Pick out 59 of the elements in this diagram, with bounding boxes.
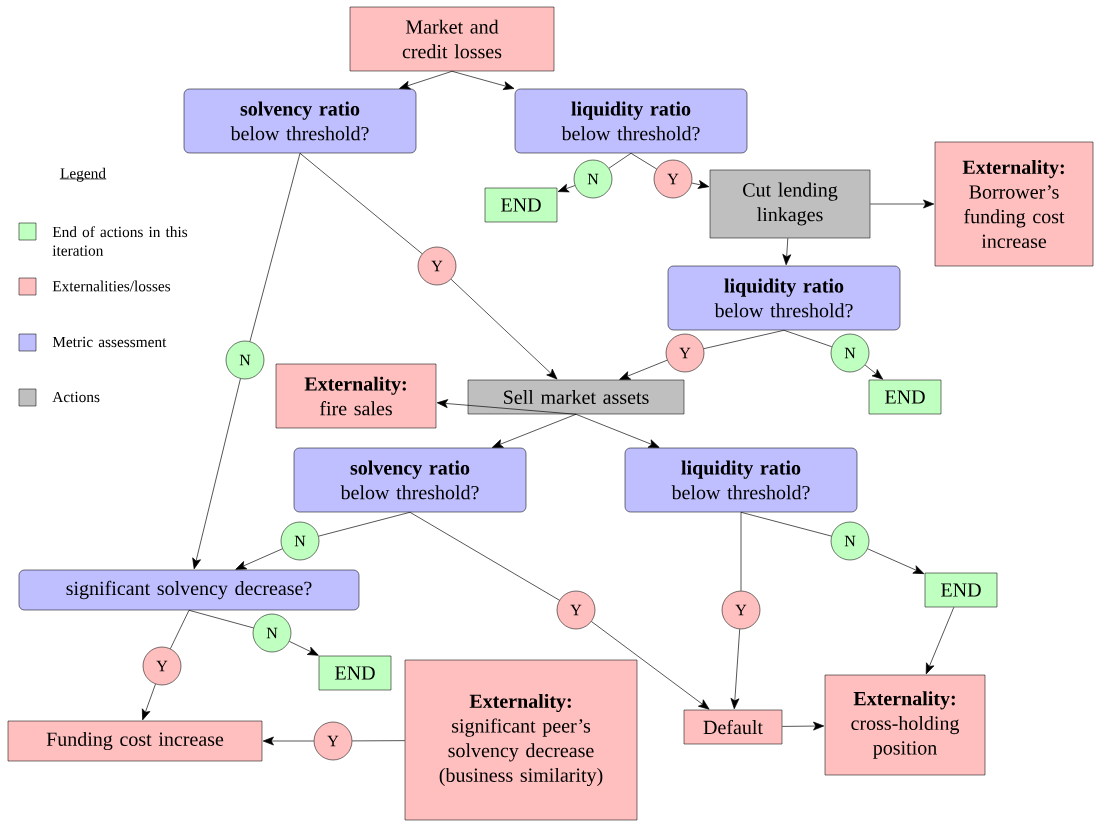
outcome-box: Externality: fire sales: [275, 363, 437, 429]
outcome-box: Market and credit losses: [349, 6, 555, 72]
connector-line: [351, 740, 406, 742]
decision-box: liquidity ratio below threshold?: [624, 447, 858, 513]
connector-line: [630, 152, 657, 170]
arrow: [192, 378, 241, 570]
arrow: [781, 721, 825, 731]
legend-text: Metric assessment: [52, 336, 167, 348]
end-box: END: [924, 572, 998, 608]
end-box: END: [318, 655, 392, 691]
arrow: [451, 70, 515, 90]
outcome-box: Funding cost increase: [7, 720, 263, 762]
legend-heading: Legend: [59, 167, 107, 182]
arrow: [782, 237, 792, 266]
connector-line: [608, 152, 632, 169]
arrow: [925, 606, 955, 675]
end-box: END: [484, 187, 558, 223]
connector-line: [740, 511, 742, 592]
end-box: END: [868, 379, 942, 415]
arrow: [492, 413, 577, 448]
connector-line: [740, 511, 832, 537]
arrow: [235, 548, 283, 570]
connector-line: [299, 152, 423, 255]
outcome-box: Externality: Borrower’s funding cost increase: [934, 141, 1094, 267]
arrow: [575, 413, 660, 448]
outcome-box: Externality: cross-holding position: [824, 674, 986, 776]
connector-line: [318, 511, 411, 537]
arrow: [436, 399, 577, 415]
outcome-box: Default: [683, 709, 783, 745]
connector-line: [703, 329, 785, 350]
decision-box: solvency ratio below threshold?: [293, 447, 527, 513]
decision-box: liquidity ratio below threshold?: [667, 265, 901, 331]
legend-text: Actions: [52, 391, 100, 403]
arrow: [591, 621, 710, 710]
action-box: Cut lending linkages: [709, 169, 871, 239]
arrow: [867, 548, 925, 574]
arrow: [691, 180, 710, 189]
legend-text: End of actions in this iteration: [52, 226, 188, 256]
decision-box: significant solvency decrease?: [18, 569, 360, 611]
connector-line: [249, 152, 301, 342]
arrow: [289, 641, 319, 656]
outcome-box: Externality: significant peer’s solvency decrease (business similarity): [404, 659, 638, 821]
arrow: [262, 736, 315, 746]
arrow: [730, 628, 741, 710]
connector-line: [783, 329, 833, 348]
connector-line: [188, 609, 254, 629]
action-box: Sell market assets: [467, 379, 685, 415]
connector-line: [170, 609, 190, 649]
arrow: [869, 199, 935, 209]
legend-text: Externalities/losses: [52, 280, 171, 292]
arrow: [557, 183, 576, 193]
arrow: [141, 683, 156, 721]
arrow: [619, 359, 668, 380]
arrow: [450, 278, 558, 380]
decision-box: solvency ratio below threshold?: [183, 88, 417, 154]
decision-box: liquidity ratio below threshold?: [514, 88, 748, 154]
arrow: [399, 70, 453, 90]
connector-line: [409, 511, 560, 601]
arrow: [864, 364, 884, 380]
